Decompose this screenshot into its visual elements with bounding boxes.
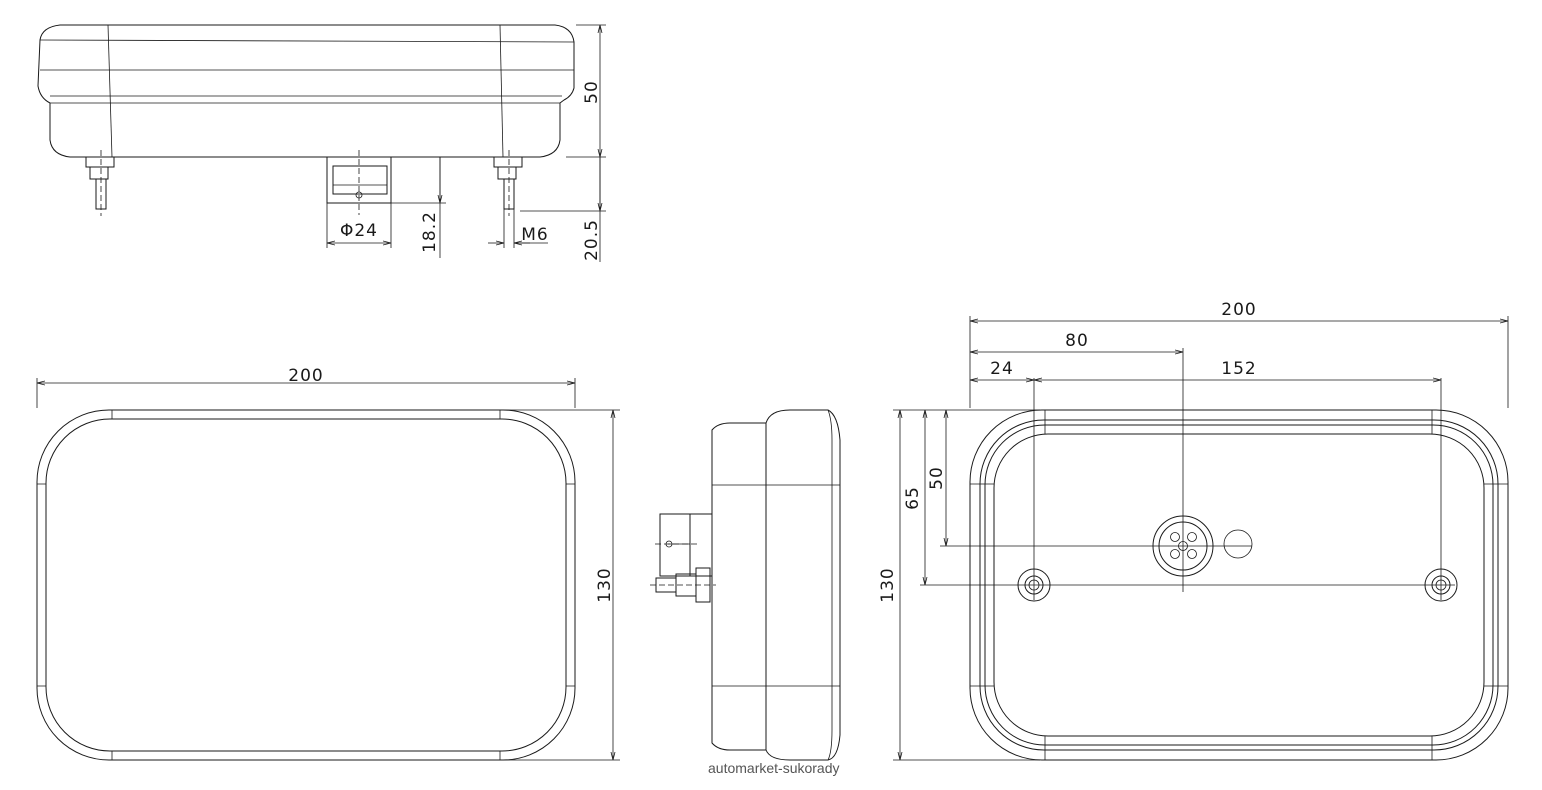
dim-connector-depth: 18.2 [420, 211, 440, 253]
side-view [650, 409, 841, 761]
dim-back-width: 200 [1221, 300, 1256, 320]
top-view: 50 20.5 Φ24 18.2 M6 [37, 24, 606, 262]
front-view: 200 130 [36, 366, 620, 761]
dim-stud-length: 20.5 [582, 219, 602, 261]
dim-top-height: 50 [582, 80, 602, 104]
dim-back-span-152: 152 [1221, 359, 1256, 379]
watermark: automarket-sukorady [708, 760, 840, 776]
back-view: 200 80 24 152 130 65 50 [878, 300, 1509, 761]
dim-front-width: 200 [288, 366, 323, 386]
dim-connector-diameter: Φ24 [340, 221, 378, 241]
dim-stud-thread: M6 [521, 225, 548, 245]
dim-back-offset-80: 80 [1065, 331, 1089, 351]
dim-back-offset-24: 24 [990, 359, 1014, 379]
dim-back-height-65: 65 [903, 486, 923, 510]
dim-front-height: 130 [595, 567, 615, 602]
dim-back-height-50: 50 [927, 466, 947, 490]
dim-back-height-130: 130 [878, 567, 898, 602]
